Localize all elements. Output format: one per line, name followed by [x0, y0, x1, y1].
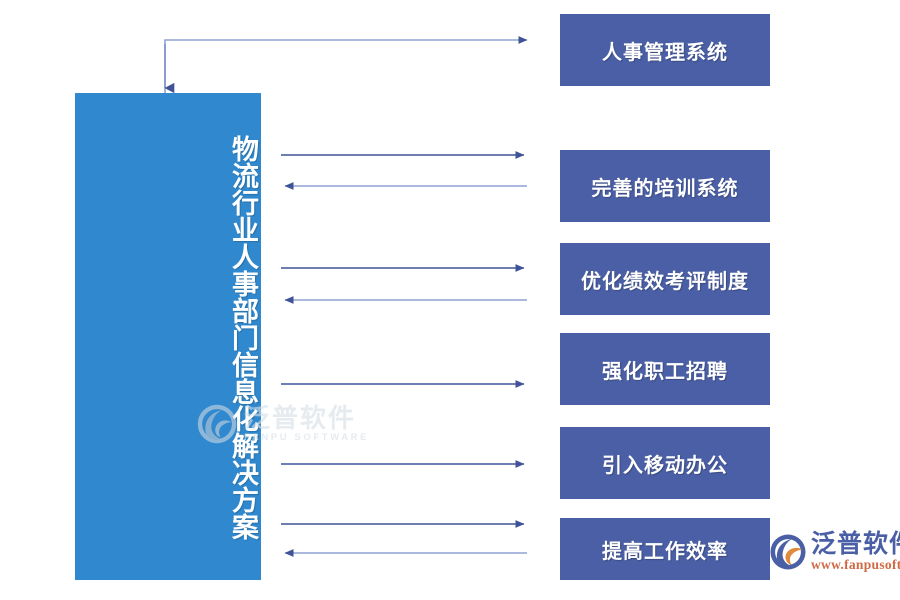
connector-hr-management-system	[164, 36, 528, 94]
logo-company-name: 泛普软件	[811, 530, 900, 558]
outcome-label-work-efficiency: 提高工作效率	[602, 540, 728, 563]
fanpu-logo-icon	[770, 534, 806, 570]
outcome-box-training-system[interactable]: 完善的培训系统	[560, 150, 770, 222]
outcome-box-mobile-office[interactable]: 引入移动办公	[560, 427, 770, 499]
main-solution-label: 物流行业人事部门信息化解决方案	[228, 135, 258, 540]
logo-website-url: www.fanpusoft.com	[811, 557, 900, 572]
main-solution-box[interactable]: 物流行业人事部门信息化解决方案	[75, 93, 261, 580]
outcome-box-performance-review[interactable]: 优化绩效考评制度	[560, 243, 770, 315]
outcome-box-recruitment[interactable]: 强化职工招聘	[560, 333, 770, 405]
outcome-label-performance-review: 优化绩效考评制度	[581, 270, 749, 293]
fanpu-logo: 泛普软件 www.fanpusoft.com	[768, 531, 900, 573]
outcome-box-work-efficiency[interactable]: 提高工作效率	[560, 518, 770, 580]
outcome-label-hr-management-system: 人事管理系统	[602, 41, 728, 64]
outcome-box-hr-management-system[interactable]: 人事管理系统	[560, 14, 770, 86]
connector-training-system	[281, 151, 527, 190]
outcome-label-training-system: 完善的培训系统	[591, 177, 739, 200]
connector-work-efficiency	[281, 520, 527, 557]
connector-performance-review	[281, 264, 527, 304]
logo-text: 泛普软件 www.fanpusoft.com	[811, 531, 900, 573]
outcome-label-recruitment: 强化职工招聘	[602, 360, 728, 383]
outcome-label-mobile-office: 引入移动办公	[602, 454, 728, 477]
